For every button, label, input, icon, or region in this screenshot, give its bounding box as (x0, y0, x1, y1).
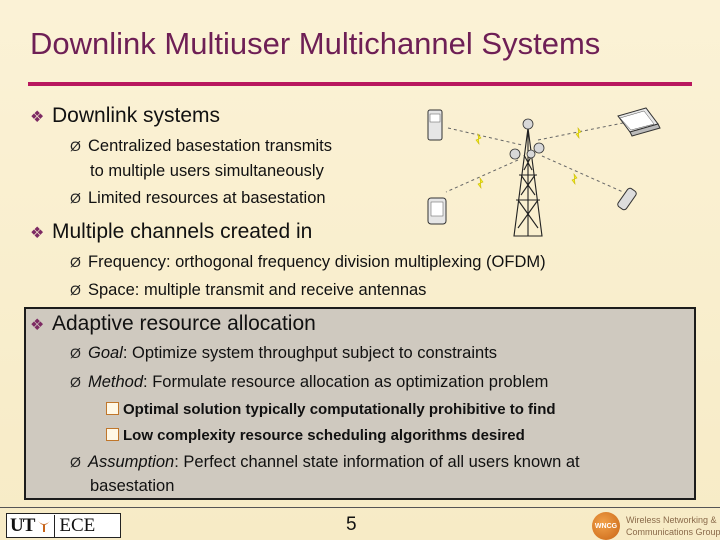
slide-title: Downlink Multiuser Multichannel Systems (30, 26, 601, 61)
arrow-bullet-icon: Ø (70, 345, 81, 361)
checkbox-bullet-icon (106, 428, 119, 441)
arrow-bullet-icon: Ø (70, 138, 81, 154)
footer-rule (0, 507, 720, 508)
adaptive-assumption-cont: basestation (90, 477, 175, 495)
arrow-bullet-icon: Ø (70, 454, 81, 470)
diamond-bullet-icon: ❖ (30, 109, 45, 126)
adaptive-allocation-box (24, 307, 696, 500)
longhorn-icon (38, 520, 51, 532)
pda-icon (427, 197, 447, 225)
diamond-bullet-icon: ❖ (30, 317, 45, 334)
arrow-bullet-icon: Ø (70, 282, 81, 298)
adaptive-bullet2: Low complexity resource scheduling algor… (106, 427, 525, 444)
wncg-badge: WNCG (592, 512, 620, 540)
adaptive-bullet1: Optimal solution typically computational… (106, 401, 556, 418)
basestation-diagram (427, 107, 661, 237)
diamond-bullet-icon: ❖ (30, 225, 45, 242)
laptop-icon (617, 107, 661, 137)
arrow-bullet-icon: Ø (70, 190, 81, 206)
phone-icon (427, 109, 443, 141)
title-rule (28, 82, 692, 86)
tower-icon (513, 127, 543, 237)
heading-channels: ❖Multiple channels created in (30, 220, 313, 243)
arrow-bullet-icon: Ø (70, 254, 81, 270)
flip-phone-icon (617, 187, 637, 211)
ut-ece-logo: UT ECE (6, 513, 121, 538)
page-number: 5 (346, 514, 357, 535)
downlink-sub1-cont: to multiple users simultaneously (90, 162, 324, 180)
checkbox-bullet-icon (106, 402, 119, 415)
heading-adaptive: ❖Adaptive resource allocation (30, 312, 316, 335)
heading-downlink: ❖Downlink systems (30, 104, 221, 127)
arrow-bullet-icon: Ø (70, 374, 81, 390)
wncg-logo: WNCG Wireless Networking & Communication… (592, 510, 720, 540)
